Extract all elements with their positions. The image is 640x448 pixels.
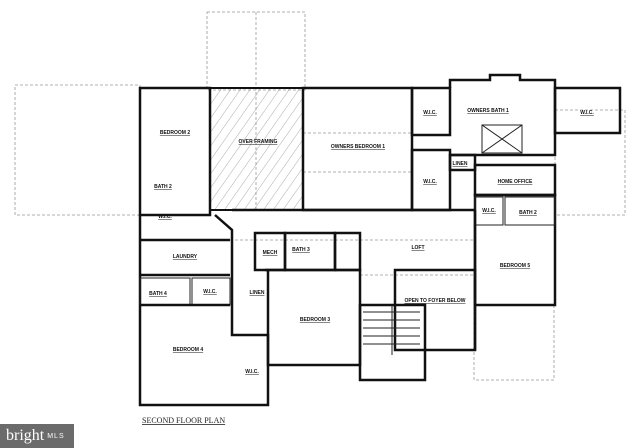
room-label: OVER FRAMING [239, 139, 278, 145]
over-framing-area [209, 87, 304, 211]
room-label: BATH 2 [154, 184, 172, 190]
room-label: HOME OFFICE [498, 179, 533, 185]
room-label: W.I.C. [158, 214, 172, 220]
walls [138, 73, 622, 407]
room-label: W.I.C. [482, 208, 496, 214]
room-label: BEDROOM 2 [160, 130, 191, 136]
room-label: BEDROOM 4 [173, 347, 204, 353]
room-label: W.I.C. [423, 179, 437, 185]
plan-title: SECOND FLOOR PLAN [142, 416, 225, 425]
room-label: LOFT [411, 245, 424, 251]
room-label: LINEN [250, 290, 265, 296]
room-label: MECH [263, 250, 278, 256]
room-label: BEDROOM 3 [300, 317, 331, 323]
room-label: W.I.C. [580, 110, 594, 116]
room-label: OWNERS BATH 1 [467, 108, 509, 114]
watermark-brand: bright [6, 427, 45, 444]
watermark-logo: bright MLS [0, 424, 74, 448]
room-label: W.I.C. [203, 289, 217, 295]
room-label: BATH 4 [149, 291, 167, 297]
watermark-suffix: MLS [47, 432, 65, 440]
room-label: OPEN TO FOYER BELOW [404, 298, 465, 304]
room-label: LINEN [453, 161, 468, 167]
room-label: OWNERS BEDROOM 1 [331, 144, 385, 150]
room-label: W.I.C. [423, 110, 437, 116]
room-label: LAUNDRY [173, 254, 198, 260]
room-label: BATH 3 [292, 247, 310, 253]
room-label: W.I.C. [245, 369, 259, 375]
room-label: BEDROOM 5 [500, 263, 531, 269]
room-label: BATH 2 [519, 210, 537, 216]
